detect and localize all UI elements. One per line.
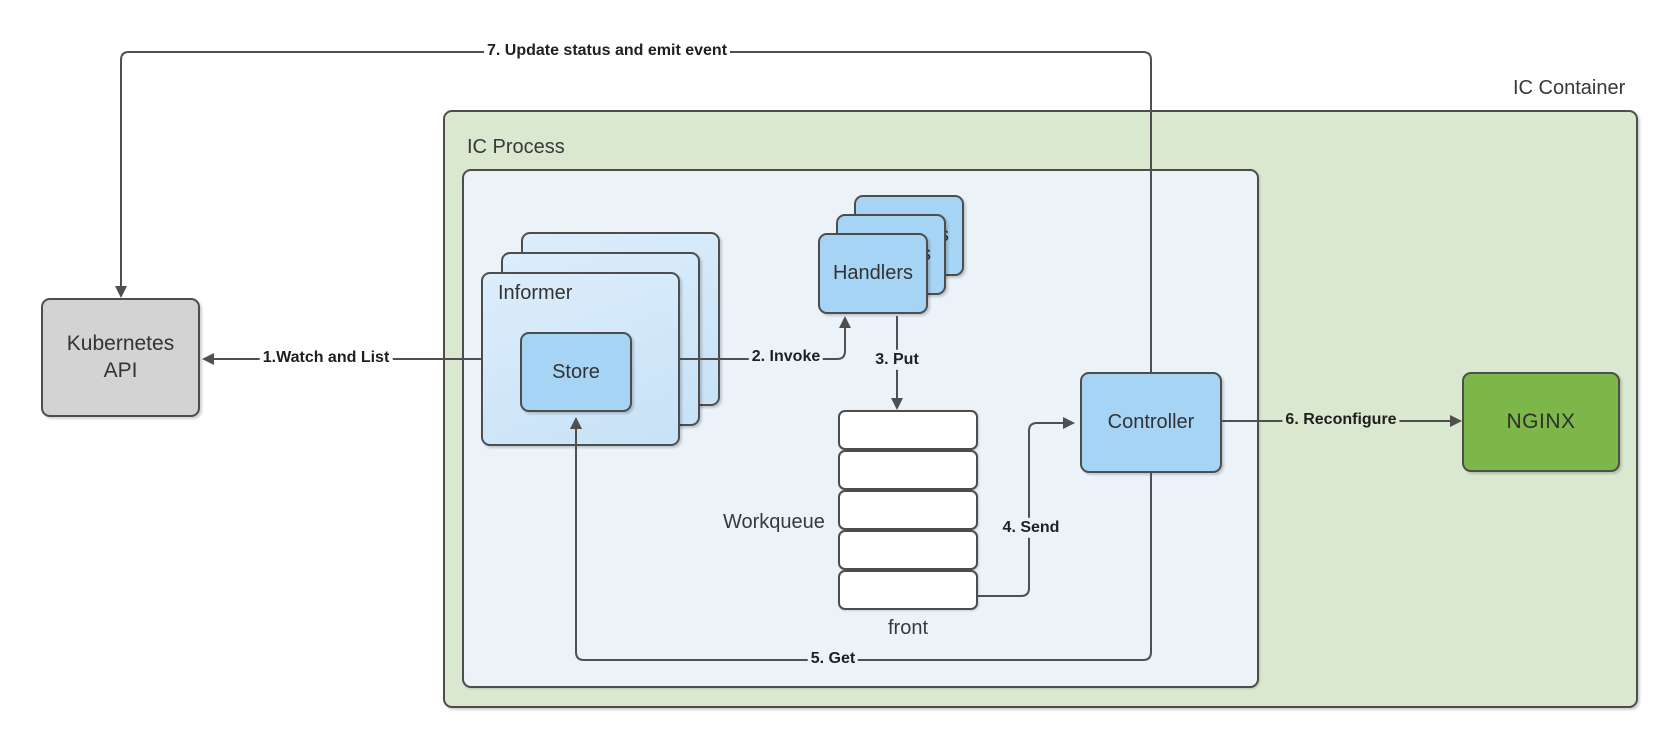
edge-label-update-status: 7. Update status and emit event bbox=[483, 40, 731, 62]
edge-label-invoke: 2. Invoke bbox=[748, 346, 824, 368]
edge-label-watch-and-list: 1.Watch and List bbox=[259, 347, 393, 369]
nginx-label: NGINX bbox=[1506, 409, 1576, 433]
workqueue-cell bbox=[838, 490, 978, 530]
workqueue-front-label: front bbox=[887, 617, 929, 639]
edge-label-send: 4. Send bbox=[999, 517, 1063, 539]
edge-label-reconfigure: 6. Reconfigure bbox=[1282, 409, 1400, 431]
kubernetes-api-node: Kubernetes API bbox=[41, 298, 200, 417]
kubernetes-api-label: Kubernetes API bbox=[66, 332, 175, 382]
edge-label-put: 3. Put bbox=[872, 349, 922, 371]
workqueue-label: Workqueue bbox=[723, 511, 825, 533]
workqueue-cell bbox=[838, 570, 978, 610]
workqueue-cell bbox=[838, 530, 978, 570]
nginx-node: NGINX bbox=[1462, 372, 1620, 472]
workqueue-cells bbox=[838, 410, 978, 610]
workqueue-cell bbox=[838, 410, 978, 450]
controller-label: Controller bbox=[1107, 411, 1195, 433]
ic-container-label: IC Container bbox=[1513, 77, 1626, 99]
workqueue-cell bbox=[838, 450, 978, 490]
controller-node: Controller bbox=[1080, 372, 1222, 473]
store-node: Store bbox=[520, 332, 632, 412]
handlers-box-front: Handlers bbox=[818, 233, 928, 314]
arrowhead-watch-and-list bbox=[202, 353, 214, 365]
arrowhead-update-status bbox=[115, 286, 127, 298]
ic-process-label: IC Process bbox=[467, 136, 565, 158]
store-label: Store bbox=[552, 360, 600, 383]
handlers-label-front: Handlers bbox=[832, 262, 914, 284]
informer-label: Informer bbox=[498, 282, 573, 304]
edge-label-get: 5. Get bbox=[807, 648, 859, 670]
